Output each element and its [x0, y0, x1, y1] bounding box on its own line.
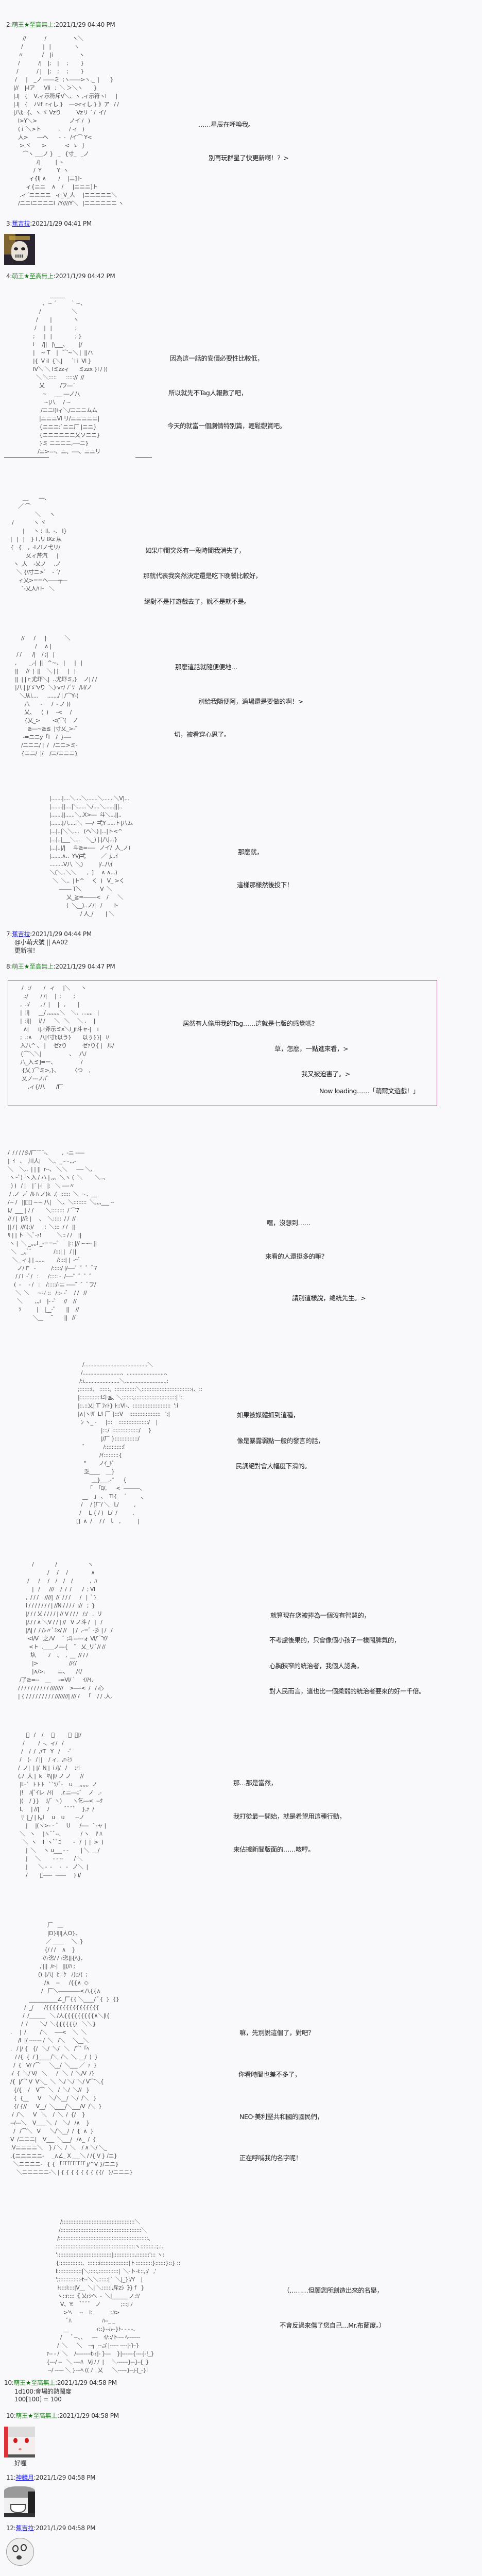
dice-roll-label: 1d100:會場的熱鬧度 [14, 2388, 72, 2395]
dialogue-line: 如果中間突然有一段時間我消失了， [145, 547, 245, 554]
post-number: 12: [6, 2524, 16, 2532]
dialogue-line: 我打從最一開始，就是希望用這種行動， [233, 1812, 346, 1820]
dialogue-line: 來看的人還挺多的嘛？ [265, 1252, 328, 1260]
dialogue-line: 這樣那樣然後投下！ [237, 881, 293, 889]
dialogue-line: 心胸狹窄的統治者，我個人認為， [269, 1662, 363, 1670]
post-header: 8:萌王★至高無上:2021/1/29 04:47 PM [6, 962, 115, 971]
avatar-skull-image [4, 234, 35, 265]
ascii-art: /:::::::::::::::::::::::::::::::::::::::… [46, 2218, 180, 2374]
star-icon: ★ [27, 2412, 33, 2419]
dialogue-line: ……星辰在呼喚我。 [198, 121, 254, 128]
dialogue-line: Now loading……「萌爾文遊戲！」 [319, 1087, 419, 1095]
post-time: :2021/1/29 04:58 PM [33, 2524, 96, 2532]
dialogue-line: 民調絕對會大幅度下滑的。 [236, 1462, 311, 1470]
dialogue-line: 所以就先不Tag人報數了吧， [168, 389, 248, 397]
dialogue-line: 像是暴露弱點一般的發言的話， [237, 1437, 324, 1445]
post-body-line: 更新啦！ [14, 947, 39, 954]
dialogue-line: 那麽這話就隨便便地… [175, 663, 238, 671]
avatar-laughing-girl-image [4, 2486, 35, 2517]
ascii-art: |.......|....＼....＼.......＼.......＼Ⅴ|...… [49, 795, 133, 917]
dialogue-line: 來佔據新聞版面的……咳哼。 [233, 1845, 315, 1853]
ascii-art: / :/ / ィ |＼ ヽ .:/ / /| | ; ; , .:/ , / |… [20, 985, 114, 1090]
dialogue-line: 那…那是當然， [233, 1779, 277, 1787]
post-number: 3: [6, 220, 12, 227]
post-number: 2: [6, 21, 12, 28]
dialogue-line: 正在呼喊我的名字呢！ [239, 2154, 302, 2162]
dialogue-line: 別給我隨便阿，過場還是要做的啊！> [198, 698, 303, 705]
dialogue-line: 不會反過來傷了您自己…Mr.布蘭度。） [280, 2321, 385, 2329]
dialogue-line: 你看時間也差不多了， [238, 2071, 301, 2078]
post-header: 4:萌王★至高無上:2021/1/29 04:42 PM [6, 272, 115, 280]
dialogue-line: NEO·美利堅共和國的國民們， [239, 2113, 323, 2121]
dialogue-line: 嘛，先別說這個了，對吧？ [239, 2029, 315, 2037]
post-time: :2021/1/29 04:44 PM [30, 930, 92, 938]
post-time: :2021/1/29 04:58 PM [57, 2412, 119, 2419]
post-header: 2:萌王★至高無上:2021/1/29 04:40 PM [6, 20, 115, 29]
post-time: :2021/1/29 04:58 PM [55, 2379, 117, 2386]
ascii-art: / / / / /彡/厂¨¨¨‐、 , ‐ニ ‐‐― | ｲ 、 川人| ＼、_… [7, 1149, 114, 1321]
post-number: 4: [6, 273, 12, 280]
avatar-anime-girl-image [4, 2427, 35, 2458]
ascii-art: // / ヽ＼ / | | ヽ 〃 / |i ヽ / /| |; | ; } /… [13, 35, 124, 207]
author-name: 萌王★至高無上 [12, 273, 54, 280]
dialogue-line: 不考慮後果的，只會像個小孩子一樣鬧脾氣的， [269, 1636, 401, 1644]
author-link[interactable]: 神鏡月 [15, 2474, 34, 2481]
star-icon: ★ [25, 2379, 31, 2386]
star-icon: ★ [24, 21, 29, 28]
ascii-art: / / ヽ / / / ∧ / / / / / / , ﾊ | / /// / … [18, 1561, 113, 1700]
ascii-art: ______ 、~ ´ ` ~、 / ＼ / | ヽ / | | ; ; | |… [32, 292, 108, 455]
post-time: :2021/1/29 04:47 PM [53, 963, 115, 970]
dialogue-line: 草，怎麽，一點進來看，> [274, 1045, 349, 1053]
post-number: 10: [6, 2412, 16, 2419]
ascii-art: // / | ＼ / ∧ | / / /| / ;| | , _,‐| || ^… [14, 635, 97, 757]
dialogue-line: 請別這樣說，總統先生。> [292, 1294, 366, 1302]
star-icon: ★ [24, 273, 29, 280]
post-header: 11:神鏡月:2021/1/29 04:58 PM [6, 2473, 96, 2482]
post-time: :2021/1/29 04:40 PM [53, 21, 115, 28]
post-number: 11: [6, 2474, 16, 2481]
author-link[interactable]: 蕉吉拉 [12, 930, 30, 938]
framed-panel [8, 980, 437, 1106]
author-link[interactable]: 蕉吉拉 [15, 2524, 34, 2532]
dialogue-line: 別再玩群星了快更新啊！？> [209, 154, 289, 162]
star-icon: ★ [24, 963, 29, 970]
author-name: 萌王★至高無上 [12, 21, 54, 28]
dice-roll-result: 100[100] = 100 [14, 2396, 62, 2403]
dialogue-line: 切，被看穿心思了。 [174, 731, 230, 738]
post-number: 8: [6, 963, 12, 970]
avatar-meme-face-image [4, 2537, 35, 2568]
post-number: 7: [6, 930, 12, 938]
post-number: 10: [4, 2379, 14, 2386]
ascii-art: ＿ ―、 ／ ⌒ ＼ ヽ / ヽ ヾ | ヽ ; ll、‐、 l} | | | … [10, 495, 67, 592]
dialogue-line: 今天的就當一個劇情特別篇，輕鬆觀賞吧。 [167, 422, 286, 430]
dialogue-line: 嘿，沒想到…… [267, 1219, 311, 1227]
dialogue-line: 因為這一話的安價必要性比較低， [170, 354, 264, 362]
dialogue-line: 那麽就， [238, 848, 263, 856]
post-header: 10:萌王★至高無上:2021/1/29 04:58 PM [6, 2411, 119, 2420]
post-body-line: @小萌犬號 || AA02 [14, 939, 68, 946]
post-header: 7:蕉吉拉:2021/1/29 04:44 PM [6, 929, 92, 938]
author-name: 萌王★至高無上 [12, 963, 54, 970]
author-name: 萌王★至高無上 [15, 2412, 58, 2419]
ascii-art: /.......................................… [76, 1361, 202, 1524]
post-header: 12:蕉吉拉:2021/1/29 04:58 PM [6, 2523, 96, 2532]
dialogue-line: 如果被媒體抓到這種， [237, 1411, 300, 1419]
dialogue-line: 就算現在您被捧為一個沒有智慧的， [270, 1612, 370, 1619]
ascii-art: ﾞ / / ﾞ 〃 ﾞ|/ / / ‐、ィ/ / / / / ,ｧT Y / ‐… [18, 1732, 106, 1878]
post-body-line: 好喔 [14, 2460, 27, 2467]
dialogue-line: 我又被迫害了。> [301, 1070, 350, 1078]
dialogue-line: 對人民而言，這也比一個柔弱的統治者要來的好一千倍。 [269, 1687, 425, 1695]
author-link[interactable]: 蕉吉拉 [12, 220, 30, 227]
author-name: 萌王★至高無上 [13, 2379, 56, 2386]
dialogue-line: 那就代表我突然決定還是吃下晚餐比較好， [143, 572, 262, 580]
post-header: 10:萌王★至高無上:2021/1/29 04:58 PM [4, 2378, 117, 2387]
dialogue-line: （………但願您所創造出來的名舉， [283, 2286, 383, 2294]
post-time: :2021/1/29 04:58 PM [33, 2474, 96, 2481]
post-time: :2021/1/29 04:42 PM [53, 273, 115, 280]
post-header: 3:蕉吉拉:2021/1/29 04:41 PM [6, 219, 92, 228]
post-time: :2021/1/29 04:41 PM [30, 220, 92, 227]
ascii-art: 厂 ＿ |D}l|l|人O}、 ／ ＿＿ ＼ } {/ / / ∧ } //ｧ恣… [10, 1922, 133, 2176]
dialogue-line: 絕對不是打遊戲去了，說不是就不是。 [144, 598, 250, 605]
dialogue-line: 居然有人偷用我的Tag……這就是七版的感覺嗎？ [183, 1020, 318, 1027]
